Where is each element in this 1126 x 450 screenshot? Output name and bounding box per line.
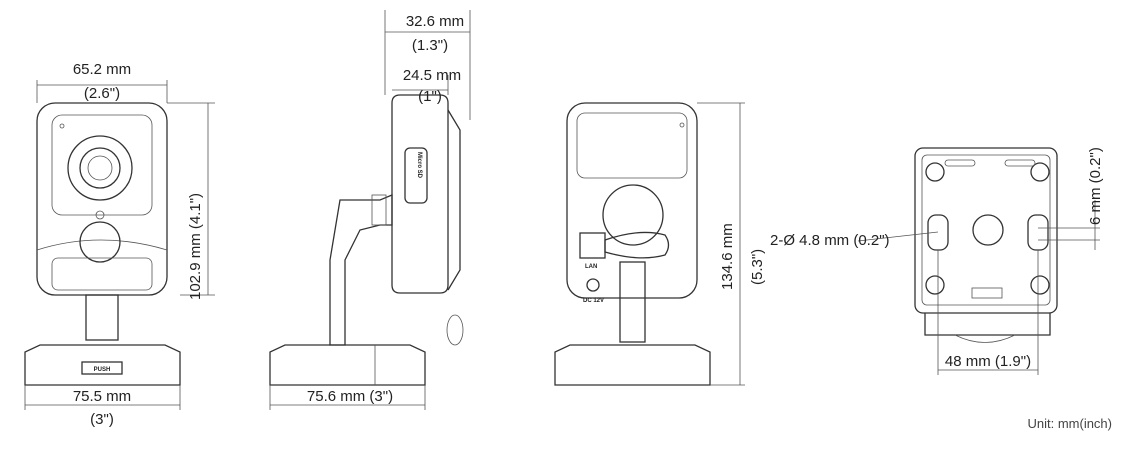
unit-note: Unit: mm(inch) xyxy=(1027,416,1112,431)
dc-label: DC 12V xyxy=(583,298,604,304)
front-base-in: (3") xyxy=(90,411,114,428)
mount-spacing: 48 mm (1.9") xyxy=(945,353,1031,370)
front-height: 102.9 mm (4.1") xyxy=(187,193,204,300)
mount-view: 2-Ø 4.8 mm (0.2") 6 mm (0.2") 48 mm (1.9… xyxy=(770,147,1104,375)
micro-sd-label: Micro SD xyxy=(416,152,422,179)
rear-height-in: (5.3") xyxy=(749,249,766,285)
front-view: PUSH 65.2 mm (2.6") 102.9 mm (4.1") 75.5… xyxy=(24,61,215,428)
side-view: Micro SD 32.6 mm (1.3") 24.5 mm (1") 75.… xyxy=(269,10,471,410)
front-width-in: (2.6") xyxy=(84,85,120,102)
front-base-mm: 75.5 mm xyxy=(73,388,131,405)
side-body-in: (1") xyxy=(418,88,442,105)
lan-label: LAN xyxy=(585,264,597,270)
push-label: PUSH xyxy=(94,367,111,373)
side-base: 75.6 mm (3") xyxy=(307,388,393,405)
side-depth-in: (1.3") xyxy=(412,37,448,54)
rear-height-mm: 134.6 mm xyxy=(719,223,736,290)
mount-offset: 6 mm (0.2") xyxy=(1087,147,1104,225)
front-width-mm: 65.2 mm xyxy=(73,61,131,78)
side-body-mm: 24.5 mm xyxy=(403,67,461,84)
rear-view: LAN DC 12V 134.6 mm (5.3") xyxy=(554,102,766,386)
side-depth-mm: 32.6 mm xyxy=(406,13,464,30)
mount-holes: 2-Ø 4.8 mm (0.2") xyxy=(770,232,890,249)
